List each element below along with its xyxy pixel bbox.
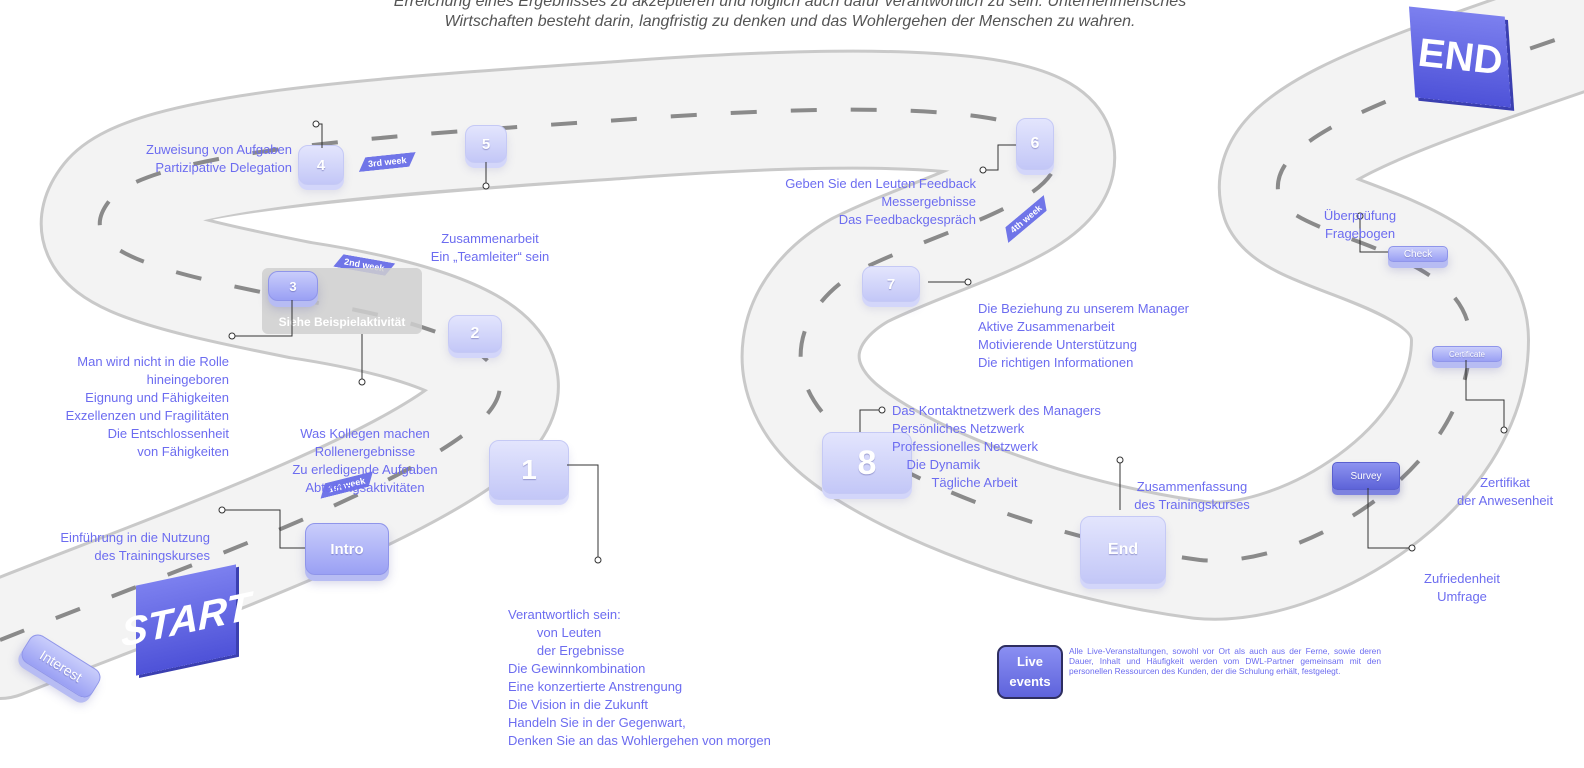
module-5-key[interactable]: 5	[465, 125, 507, 163]
survey-key[interactable]: Survey	[1332, 462, 1400, 490]
intro-key[interactable]: Intro	[305, 523, 389, 575]
module-3-key[interactable]: 3	[268, 271, 318, 301]
live-events-badge[interactable]: Live events	[997, 645, 1063, 699]
end-key[interactable]: End	[1080, 516, 1166, 584]
live-events-line-2: events	[1009, 674, 1051, 689]
sample-activity-label[interactable]: Siehe Beispielaktivität	[278, 315, 406, 329]
live-events-line-1: Live	[1016, 654, 1043, 669]
certificate-key[interactable]: Certificate	[1432, 346, 1502, 362]
module-4-key[interactable]: 4	[298, 145, 344, 185]
check-key[interactable]: Check	[1388, 246, 1448, 262]
header-text: Erreichung eines Ergebnisses zu akzeptie…	[200, 0, 1380, 32]
end-sign: END	[1408, 6, 1512, 108]
module-2-key[interactable]: 2	[448, 315, 502, 353]
module-1-label: Verantwortlich sein: von Leuten der Erge…	[508, 607, 771, 748]
module-1-key[interactable]: 1	[489, 440, 569, 500]
module-8-key[interactable]: 8	[822, 432, 912, 494]
live-events-note: Alle Live-Veranstaltungen, sowohl vor Or…	[1069, 646, 1381, 676]
road-centerline	[0, 28, 1584, 642]
module-7-key[interactable]: 7	[862, 266, 920, 302]
module-6-key[interactable]: 6	[1016, 118, 1054, 170]
header-line-1: Erreichung eines Ergebnisses zu akzeptie…	[393, 0, 1187, 10]
header-line-2: Wirtschaften besteht darin, langfristig …	[444, 13, 1136, 30]
